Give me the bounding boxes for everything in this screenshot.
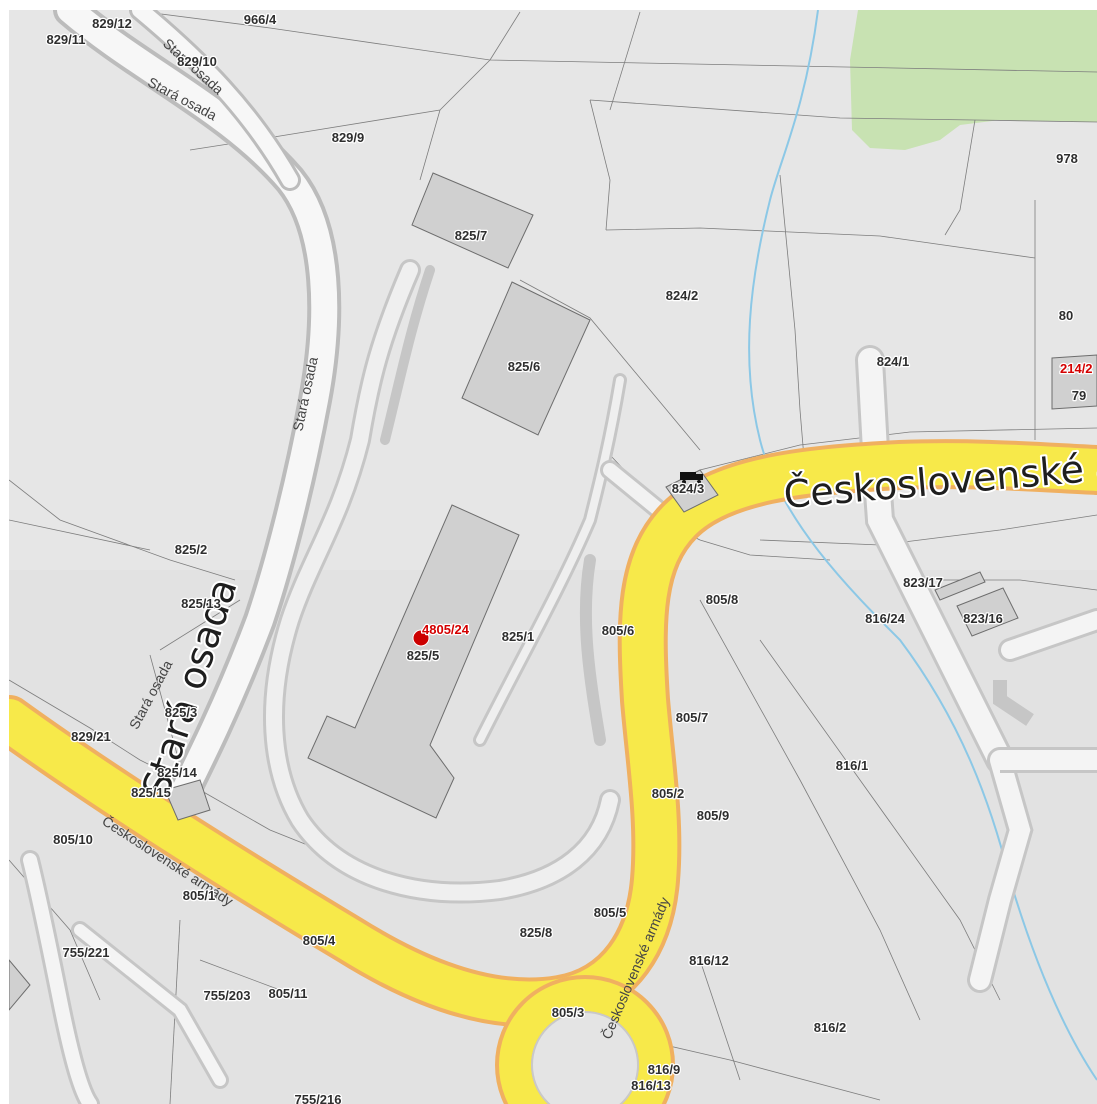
location-dot-icon[interactable] bbox=[412, 629, 430, 647]
parcel-label[interactable]: 816/13 bbox=[630, 1077, 672, 1095]
stara-osada-road bbox=[53, 10, 342, 837]
parcel-label[interactable]: 825/13 bbox=[180, 595, 222, 613]
parcel-label[interactable]: 825/5 bbox=[405, 647, 440, 665]
building-79-80 bbox=[1051, 354, 1097, 410]
parcel-label[interactable]: 823/16 bbox=[962, 610, 1004, 628]
parcel-label[interactable]: 816/9 bbox=[646, 1061, 681, 1079]
truck-icon bbox=[680, 472, 703, 484]
parcel-label[interactable]: 829/11 bbox=[45, 31, 87, 49]
building-823-17 bbox=[934, 571, 986, 601]
parcel-label[interactable]: 829/9 bbox=[330, 129, 365, 147]
parcel-label[interactable]: 825/3 bbox=[163, 704, 198, 722]
parcel-label[interactable]: 79 bbox=[1071, 387, 1088, 405]
parcel-label[interactable]: 823/17 bbox=[902, 574, 944, 592]
building-825-7 bbox=[411, 172, 534, 269]
buildings bbox=[9, 172, 1097, 1011]
parcel-label[interactable]: 805/6 bbox=[600, 622, 635, 640]
parcel-label[interactable]: 805/4 bbox=[301, 932, 337, 950]
building-edge-left bbox=[9, 959, 31, 1011]
parcel-label[interactable]: 805/8 bbox=[704, 591, 739, 609]
parcel-label[interactable]: 805/10 bbox=[52, 831, 94, 849]
parcel-label[interactable]: 755/216 bbox=[293, 1091, 343, 1104]
parcel-label[interactable]: 825/6 bbox=[506, 358, 541, 376]
parcel-label[interactable]: 816/2 bbox=[812, 1019, 847, 1037]
parcel-labels: 829/12 966/4 829/11 829/10 829/9 978 825… bbox=[45, 11, 1094, 1104]
parcel-label-highlighted[interactable]: 214/2 bbox=[1059, 360, 1094, 378]
parcel-label[interactable]: 805/11 bbox=[267, 985, 309, 1003]
parcel-label[interactable]: 805/2 bbox=[650, 785, 685, 803]
parcel-label[interactable]: 805/3 bbox=[550, 1004, 585, 1022]
parcel-label[interactable]: 80 bbox=[1058, 307, 1075, 325]
parcel-label[interactable]: 824/3 bbox=[670, 480, 705, 498]
parcel-label[interactable]: 825/2 bbox=[173, 541, 208, 559]
building-825-14 bbox=[164, 779, 211, 821]
parcel-label[interactable]: 824/2 bbox=[664, 287, 699, 305]
parcel-label[interactable]: 805/9 bbox=[695, 807, 730, 825]
building-823-16 bbox=[956, 587, 1019, 637]
parcel-label[interactable]: 755/203 bbox=[202, 987, 252, 1005]
ceskoslovenske-armady-road bbox=[9, 439, 1097, 1104]
marker-label[interactable]: 4805/24 bbox=[421, 621, 471, 639]
forest-area bbox=[850, 10, 1097, 150]
parcel-label[interactable]: 805/5 bbox=[592, 904, 627, 922]
parcel-label[interactable]: 816/1 bbox=[834, 757, 869, 775]
parcel-label[interactable]: 816/24 bbox=[864, 610, 907, 628]
access-roads bbox=[20, 259, 1097, 1104]
building-825-6 bbox=[461, 281, 591, 436]
parcel-label[interactable]: 829/21 bbox=[70, 728, 112, 746]
stream-line bbox=[748, 10, 1097, 1081]
parcel-label[interactable]: 978 bbox=[1055, 150, 1079, 168]
parcel-label[interactable]: 805/7 bbox=[674, 709, 709, 727]
parcel-label[interactable]: 966/4 bbox=[242, 11, 278, 29]
parcel-label[interactable]: 805/1 bbox=[181, 887, 216, 905]
parcel-label[interactable]: 825/1 bbox=[500, 628, 535, 646]
parcel-label[interactable]: 829/10 bbox=[176, 53, 218, 71]
parcel-label[interactable]: 825/14 bbox=[156, 764, 199, 782]
parcel-label[interactable]: 824/1 bbox=[875, 353, 910, 371]
parcel-label[interactable]: 825/8 bbox=[518, 924, 553, 942]
parcel-label[interactable]: 825/7 bbox=[453, 227, 488, 245]
parcel-label[interactable]: 825/15 bbox=[130, 784, 172, 802]
parcel-label[interactable]: 816/12 bbox=[688, 952, 730, 970]
parcel-label[interactable]: 829/12 bbox=[91, 15, 133, 33]
parcel-label[interactable]: 755/221 bbox=[61, 944, 111, 962]
building-825-5 bbox=[307, 504, 520, 819]
